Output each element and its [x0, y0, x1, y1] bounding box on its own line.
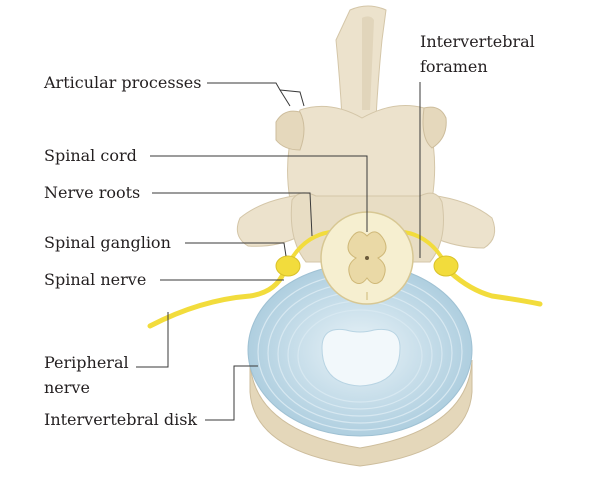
leader-spinal-ganglion: [185, 242, 287, 257]
label-intervertebral-foramen-line1: Intervertebral: [420, 32, 535, 51]
spinal-ganglion-right: [433, 255, 459, 277]
nerve-root-right: [403, 230, 444, 260]
articular-process-left: [275, 110, 305, 151]
leader-articular-processes: [207, 82, 291, 107]
spinal-ganglion-left: [275, 255, 301, 277]
leader-peripheral-nerve: [136, 312, 169, 368]
label-articular-processes: Articular processes: [44, 73, 202, 92]
label-spinal-nerve: Spinal nerve: [44, 270, 147, 289]
label-spinal-ganglion: Spinal ganglion: [44, 233, 171, 252]
label-peripheral-nerve-line2: nerve: [44, 378, 90, 397]
peripheral-nerve-right: [447, 269, 543, 307]
spinous-process-shadow: [362, 16, 374, 110]
label-nerve-roots: Nerve roots: [44, 183, 141, 202]
leader-nerve-roots: [152, 192, 313, 237]
transverse-process-right: [429, 194, 496, 249]
nerve-root-left: [290, 230, 331, 260]
label-spinal-cord: Spinal cord: [44, 146, 137, 165]
peripheral-nerve-left: [147, 269, 287, 329]
leader-spinal-cord: [150, 155, 368, 232]
central-canal: [365, 256, 369, 260]
transverse-process-left: [236, 194, 301, 247]
vertebral-body-lower: [249, 359, 473, 467]
articular-process-right: [422, 106, 447, 149]
spinous-process: [335, 5, 387, 119]
label-peripheral-nerve-line1: Peripheral: [44, 353, 129, 372]
leader-lines: [136, 82, 421, 421]
leader-intervertebral-disk: [205, 365, 258, 421]
nucleus-pulposus: [321, 328, 401, 387]
label-intervertebral-foramen-line2: foramen: [420, 57, 488, 76]
label-intervertebral-disk: Intervertebral disk: [44, 410, 198, 429]
